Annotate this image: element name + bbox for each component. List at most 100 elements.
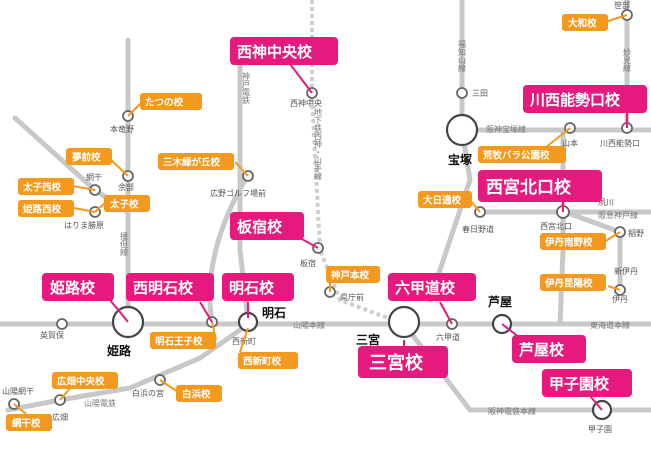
major-station-labels: 姫路 明石 三宮 宝塚 芦屋: [107, 152, 512, 358]
line-label-sanyodentetsu: 山陽電鉄: [84, 398, 116, 408]
line-label-tokaido: 東海道本線: [590, 320, 630, 330]
tag-seishin-chuo[interactable]: 西神中央校: [230, 37, 338, 65]
station-label-kawanishinoseguchi: 川西能勢口: [600, 138, 640, 148]
connector-itayado: [299, 237, 319, 249]
station-label-sanyoaboshi: 山陽網干: [2, 386, 34, 396]
station-label-harimakatsuhara: はりま勝原: [64, 220, 104, 230]
tag-akashiouji[interactable]: 明石王子校: [150, 332, 216, 349]
major-label-ashiya: 芦屋: [488, 294, 512, 309]
tag-himejinishi-label: 姫路西校: [23, 204, 62, 216]
tag-kobehonsen-label: 神戸本校: [331, 270, 370, 282]
connector-yamato: [604, 14, 628, 23]
station-label-itami: 伊丹: [612, 294, 628, 304]
tag-araishimabara-label: 荒牧バラ公園校: [482, 150, 550, 162]
station-sanda: [456, 87, 468, 99]
station-label-inano: 稲野: [628, 228, 644, 238]
station-label-rokkomichi: 六甲道: [436, 332, 460, 342]
connector-mikiryokugaoka: [234, 161, 249, 177]
tag-yumesaki[interactable]: 夢前校: [66, 148, 112, 165]
line-label-fukuchiyama: 福知山線: [458, 40, 467, 72]
tag-kawanishi-label: 川西能勢口校: [529, 91, 621, 109]
line-label-hokushin: 地下鉄西神・山手線: [314, 107, 323, 180]
line-kobedentetsu-branch: [207, 172, 251, 325]
tag-himeji[interactable]: 姫路校: [42, 273, 114, 301]
connector-nishiakashi: [199, 301, 213, 323]
station-takarazuka-major: [445, 113, 479, 147]
station-label-kasugano: 春日野道: [462, 224, 494, 234]
connector-himejinishi: [73, 207, 96, 213]
tag-taishinishi[interactable]: 太子西校: [18, 178, 74, 195]
satellite-tags: 大和校 たつの校 夢前校 太子西校 太子校 姫路西校 三木緑が丘校 神戸本校: [6, 14, 608, 431]
tag-tatsuno-label: たつの校: [145, 97, 184, 109]
station-label-aboshi-n: 網干: [86, 172, 102, 182]
tag-aboshi[interactable]: 網干校: [6, 414, 52, 431]
station-label-koshien: 甲子園: [588, 425, 612, 434]
tag-hirohatachuo[interactable]: 広畑中央校: [52, 372, 118, 389]
connector-nishishinmachi: [239, 327, 249, 353]
rail-lines: [0, 0, 651, 413]
major-label-akashi: 明石: [262, 306, 286, 320]
tag-koshien[interactable]: 甲子園校: [542, 369, 632, 397]
tag-yamato[interactable]: 大和校: [562, 14, 608, 31]
line-fukuchiyama: [427, 0, 473, 303]
tag-nishiakashi[interactable]: 西明石校: [126, 273, 214, 301]
tag-himejinishi[interactable]: 姫路西校: [18, 200, 74, 217]
connector-himeji: [109, 299, 129, 323]
station-label-shirahamanomiya: 白浜の宮: [132, 388, 164, 398]
tag-sannomiya[interactable]: 三宮校: [358, 346, 448, 378]
connector-aboshi: [13, 403, 27, 415]
tag-kobehonsen[interactable]: 神戸本校: [326, 266, 380, 283]
tag-ohirakidori[interactable]: 大日通校: [418, 191, 472, 208]
tag-taishi[interactable]: 太子校: [104, 195, 150, 212]
tag-shirahama[interactable]: 白浜校: [176, 385, 222, 402]
tag-hirohatachuo-label: 広畑中央校: [57, 376, 105, 388]
tag-mikiryokugaoka[interactable]: 三木緑が丘校: [158, 153, 234, 170]
tag-itayado[interactable]: 板宿校: [230, 212, 304, 240]
station-eiga: [56, 318, 68, 330]
tag-ashiya-label: 芦屋校: [519, 341, 565, 359]
station-label-seishinchuo: 西神中央: [290, 98, 322, 108]
tag-seishin-chuo-label: 西神中央校: [237, 43, 313, 61]
tag-rokkomichi-label: 六甲道校: [395, 279, 456, 297]
tag-itamikoyo[interactable]: 伊丹昆陽校: [540, 274, 606, 291]
tag-itamiminamino-label: 伊丹南野校: [544, 237, 593, 249]
station-label-hironogolf: 広野ゴルフ場前: [210, 188, 266, 198]
tag-shirahama-label: 白浜校: [182, 389, 211, 401]
line-label-sanyohonsen: 山陽本線: [293, 320, 325, 330]
tag-rokkomichi[interactable]: 六甲道校: [388, 273, 476, 301]
tag-araishimabara[interactable]: 荒牧バラ公園校: [478, 146, 566, 163]
connector-rokkomichi: [439, 301, 453, 325]
line-labels: 福知山線 妙見線 神戸電鉄 播但線 地下鉄西神・山手線 阪神宝塚線 阪急神戸線 …: [84, 40, 638, 416]
line-label-hanshindentetsu: 阪神電鉄本線: [488, 406, 536, 416]
connector-shirahama: [159, 379, 179, 393]
connector-taishinishi: [72, 185, 96, 191]
tag-koshien-label: 甲子園校: [549, 375, 610, 393]
station-label-nishinomiyakita: 西宮北口: [540, 221, 572, 231]
tag-nishinomiya-kitaguchi[interactable]: 西宮北口校: [478, 170, 602, 202]
line-label-myoken: 妙見線: [623, 47, 632, 72]
tag-yumesaki-label: 夢前校: [72, 152, 101, 164]
tag-kawanishi[interactable]: 川西能勢口校: [523, 85, 647, 113]
connector-seishinchuo: [289, 63, 313, 94]
major-label-himeji: 姫路: [107, 343, 132, 358]
station-label-itayado: 板宿: [300, 258, 316, 268]
station-labels: 笹部 三田 西神中央 本竜野 網干 余部 はりま勝原 広野ゴルフ場前 板宿 県庁…: [2, 0, 644, 434]
major-label-takarazuka: 宝塚: [448, 152, 472, 167]
station-sannomiya-major: [387, 305, 421, 339]
tag-aboshi-label: 網干校: [12, 418, 41, 430]
station-label-yobe: 余部: [118, 182, 134, 192]
tag-akashi[interactable]: 明石校: [222, 273, 294, 301]
connector-itamikoyo: [607, 285, 621, 291]
tag-akashi-label: 明石校: [229, 279, 275, 297]
station-label-hontatsuno: 本竜野: [110, 124, 134, 134]
tag-itamiminamino[interactable]: 伊丹南野校: [540, 233, 606, 250]
tag-tatsuno[interactable]: たつの校: [140, 93, 202, 110]
tag-taishi-label: 太子校: [110, 199, 139, 211]
tag-ashiya[interactable]: 芦屋校: [512, 335, 586, 363]
station-label-sanda: 三田: [472, 89, 488, 98]
station-label-shukugawa: 夙川: [598, 198, 614, 207]
tag-akashiouji-label: 明石王子校: [155, 336, 203, 348]
tag-nishishinmachi[interactable]: 西新町校: [238, 352, 298, 369]
station-label-eiga: 英賀保: [40, 330, 64, 340]
